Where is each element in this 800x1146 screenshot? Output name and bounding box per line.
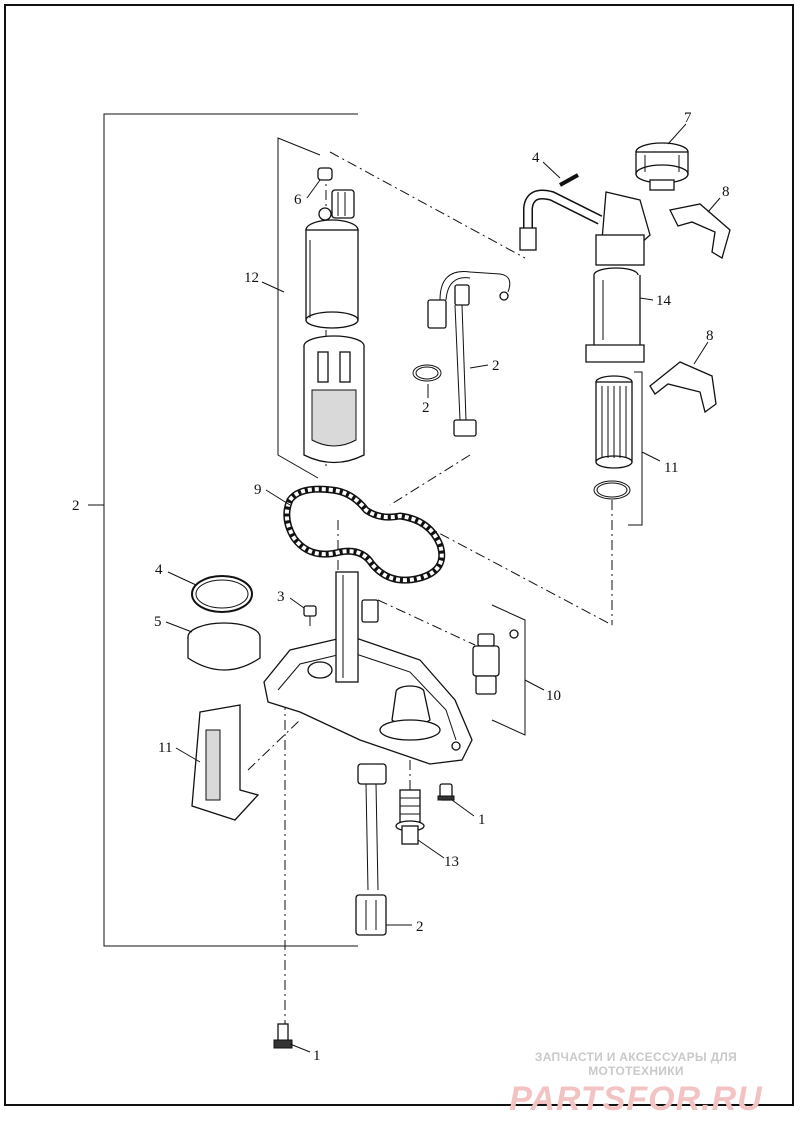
callout-2-connector: 2 [416, 919, 424, 935]
clamp-band-5 [187, 622, 261, 671]
fitting-13 [395, 789, 425, 845]
filter-element-11 [593, 371, 643, 526]
callout-4-ring: 4 [155, 562, 163, 578]
callout-1-bottom: 1 [313, 1048, 321, 1064]
callout-2-harness: 2 [492, 358, 500, 374]
bracket-11 [191, 704, 260, 821]
callout-4-pin: 4 [532, 150, 540, 166]
callout-10: 10 [546, 688, 561, 704]
callouts: 6 12 2 2 4 7 8 8 14 11 2 9 4 5 3 10 11 1… [72, 110, 730, 1064]
gasket-9 [283, 485, 446, 584]
pressure-regulator-7 [635, 142, 689, 191]
pin-4 [559, 173, 579, 187]
fuel-pump-motor [305, 189, 359, 329]
fuel-tube [519, 189, 603, 251]
screw-1-mid [437, 783, 455, 801]
callout-6: 6 [294, 192, 302, 208]
callout-2-ring: 2 [422, 400, 430, 416]
clip-8-top [669, 203, 731, 259]
wiring-harness [427, 271, 511, 437]
screw-3 [303, 605, 317, 626]
retaining-ring-4 [191, 575, 253, 613]
callout-11-bracket: 11 [158, 740, 172, 756]
o-ring [412, 364, 442, 382]
screw-1-bottom [273, 1023, 293, 1049]
callout-13: 13 [444, 854, 459, 870]
part-6-cap [317, 167, 333, 181]
callout-8-top: 8 [722, 184, 730, 200]
callout-7: 7 [684, 110, 692, 126]
pump-sleeve [303, 335, 365, 464]
sensor-10 [472, 604, 526, 736]
callout-11-filter: 11 [664, 460, 678, 476]
callout-5: 5 [154, 614, 162, 630]
lower-harness [355, 763, 387, 936]
callout-3: 3 [277, 589, 285, 605]
callout-12: 12 [244, 270, 259, 286]
bracket-12 [277, 137, 321, 479]
leader-lines [165, 123, 721, 1053]
callout-8-bottom: 8 [706, 328, 714, 344]
watermark: ЗАПЧАСТИ И АКСЕССУАРЫ ДЛЯ МОТОТЕХНИКИ PA… [486, 1050, 786, 1119]
assembly-bracket [88, 113, 358, 947]
page-frame [4, 4, 794, 1106]
clip-8-bottom [649, 361, 717, 414]
watermark-logo: PARTSFOR.RU [509, 1080, 763, 1118]
base-plate [263, 571, 473, 765]
callout-9: 9 [254, 482, 262, 498]
callout-1-mid: 1 [478, 812, 486, 828]
watermark-tagline: ЗАПЧАСТИ И АКСЕССУАРЫ ДЛЯ МОТОТЕХНИКИ [534, 1050, 738, 1078]
callout-14: 14 [656, 293, 672, 309]
callout-2-left: 2 [72, 498, 80, 514]
assembly-centerlines [247, 151, 613, 1030]
filter-body-14 [585, 191, 651, 363]
